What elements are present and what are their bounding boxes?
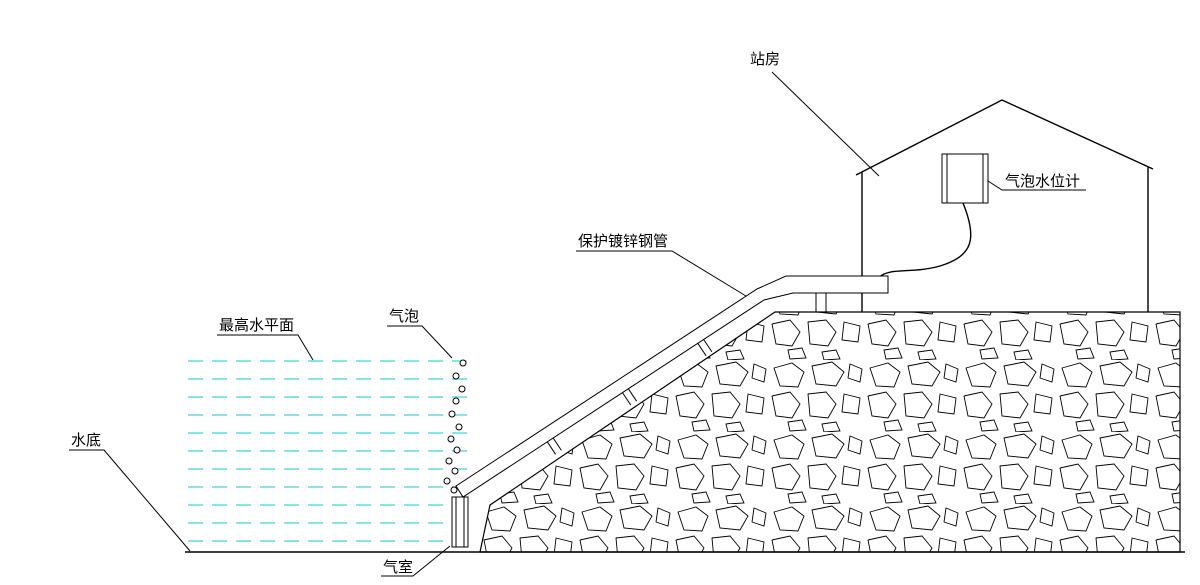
pipe-supports: [546, 293, 827, 455]
label-water-bottom: 水底: [69, 432, 191, 552]
bubble-gauge-label-text: 气泡水位计: [1005, 173, 1080, 190]
water-surface-lines: [188, 360, 468, 542]
label-bubble-gauge: 气泡水位计: [987, 173, 1086, 191]
protective-pipe-label-text: 保护镀锌钢管: [578, 233, 668, 250]
label-bubbles: 气泡: [387, 308, 453, 359]
label-station-house: 站房: [750, 51, 880, 177]
label-max-water-level: 最高水平面: [217, 317, 314, 361]
house-roof: [855, 99, 1154, 176]
air-chamber: [451, 496, 469, 548]
label-air-chamber: 气室: [381, 545, 451, 577]
station-house-label-text: 站房: [750, 51, 780, 68]
station-house: [855, 99, 1154, 312]
embankment-rocks: [479, 311, 1181, 553]
label-protective-pipe: 保护镀锌钢管: [576, 233, 747, 297]
gauge-cable: [871, 202, 972, 292]
water-bottom-label-text: 水底: [71, 432, 101, 449]
bubbles-label-text: 气泡: [389, 308, 419, 325]
air-chamber-label-text: 气室: [383, 559, 413, 576]
embankment-outline: [479, 311, 1181, 553]
bubbles: [443, 359, 467, 494]
max-water-level-label-text: 最高水平面: [219, 317, 294, 334]
gauge-device: [941, 153, 989, 204]
